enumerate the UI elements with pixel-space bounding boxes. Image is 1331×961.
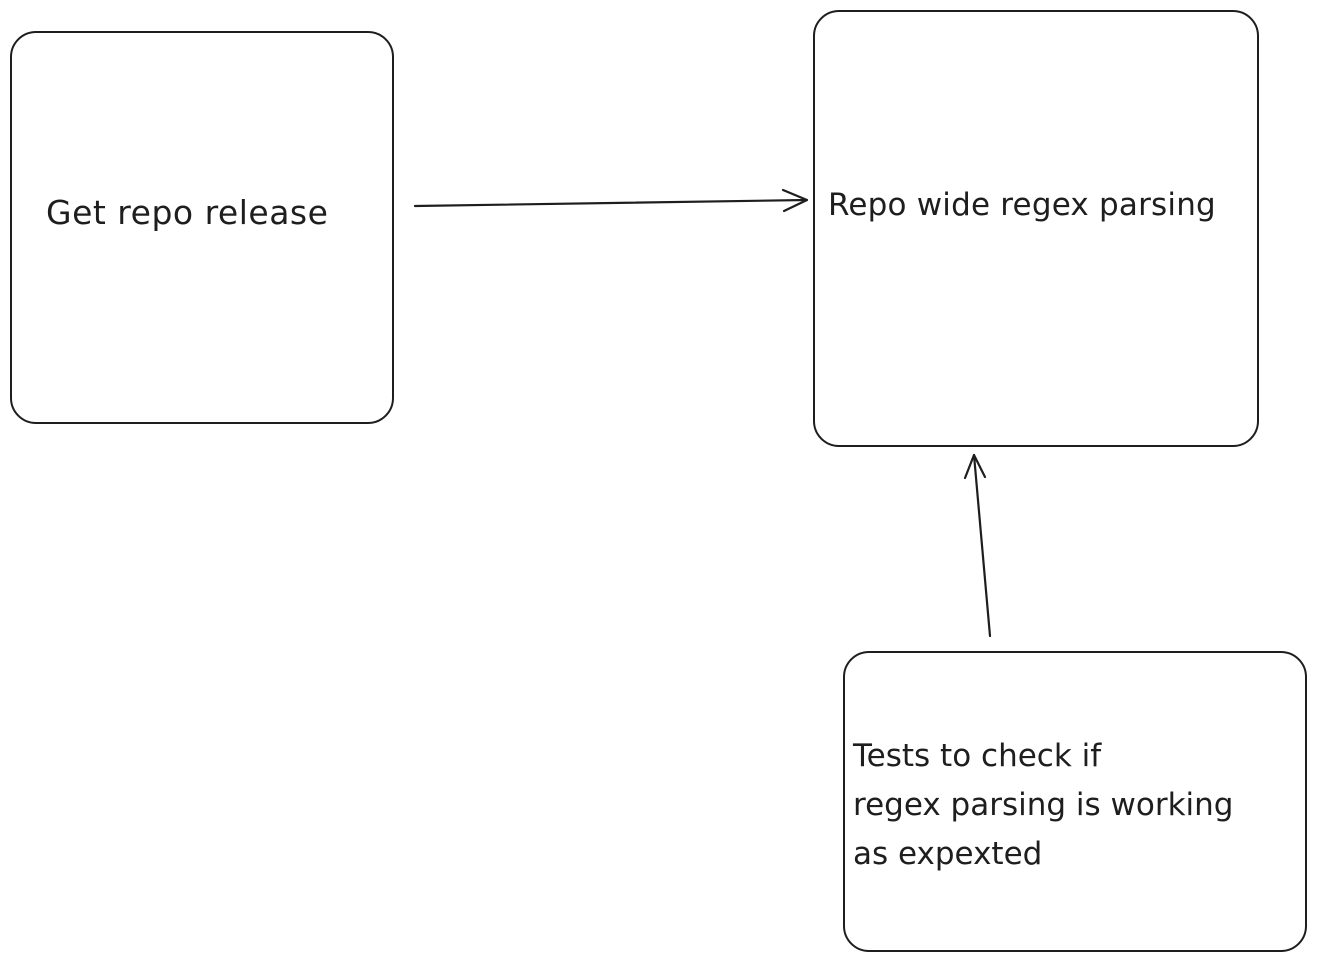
node-tests-label-line-2: regex parsing is working	[853, 787, 1234, 823]
node-tests-label: Tests to check if regex parsing is worki…	[853, 732, 1233, 879]
node-repo-wide-regex-parsing[interactable]	[813, 10, 1259, 447]
node-get-repo-release-label: Get repo release	[46, 193, 329, 232]
node-repo-wide-regex-parsing-label: Repo wide regex parsing	[828, 187, 1216, 223]
node-tests[interactable]	[843, 651, 1307, 952]
node-get-repo-release[interactable]	[10, 31, 394, 424]
edge-tests-to-parsing[interactable]	[963, 453, 992, 638]
edge-release-to-parsing-line	[413, 198, 809, 208]
edge-tests-to-parsing-line	[972, 453, 992, 638]
arrowhead-icon	[963, 453, 987, 480]
node-tests-label-line-3: as expexted	[853, 836, 1043, 872]
node-tests-label-line-1: Tests to check if	[853, 738, 1102, 774]
arrowhead-icon	[781, 188, 809, 213]
edge-release-to-parsing[interactable]	[413, 188, 809, 213]
